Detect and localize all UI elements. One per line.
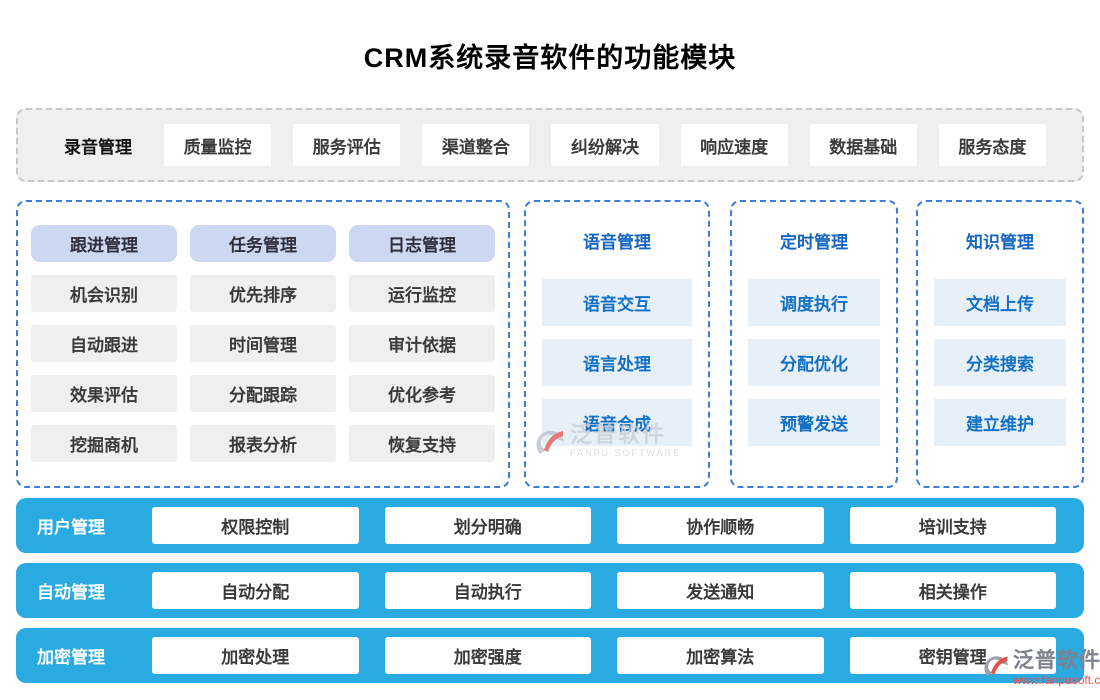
module-item: 报表分析 bbox=[190, 425, 336, 462]
panel-item: 语音交互 bbox=[542, 279, 692, 326]
bar-label: 自动管理 bbox=[37, 583, 105, 602]
module-item: 优化参考 bbox=[349, 375, 495, 412]
watermark-brand: 泛普软件 bbox=[570, 422, 667, 447]
bar-item: 权限控制 bbox=[152, 507, 359, 544]
top-item: 响应速度 bbox=[680, 124, 788, 166]
fanpu-logo-icon bbox=[984, 650, 1010, 687]
module-item: 运行监控 bbox=[349, 275, 495, 312]
strip-label: 录音管理 bbox=[64, 137, 132, 157]
column-header: 跟进管理 bbox=[31, 225, 177, 262]
module-item: 分配跟踪 bbox=[190, 375, 336, 412]
watermark-corner: 泛普软件 www.fanpusoft.com bbox=[984, 650, 1100, 687]
panel-title: 语音管理 bbox=[583, 233, 651, 252]
top-item: 纠纷解决 bbox=[551, 124, 659, 166]
module-item: 效果评估 bbox=[31, 375, 177, 412]
bar-item: 划分明确 bbox=[384, 507, 591, 544]
column-header: 日志管理 bbox=[349, 225, 495, 262]
module-item: 优先排序 bbox=[190, 275, 336, 312]
module-item: 恢复支持 bbox=[349, 425, 495, 462]
diagram-title: CRM系统录音软件的功能模块 bbox=[363, 43, 737, 73]
panel-item: 语言处理 bbox=[542, 339, 692, 386]
module-item: 时间管理 bbox=[190, 325, 336, 362]
panel-item: 建立维护 bbox=[934, 399, 1066, 446]
fanpu-logo-icon bbox=[536, 424, 566, 465]
top-item: 质量监控 bbox=[164, 124, 272, 166]
recording-management-strip: 录音管理 质量监控 服务评估 渠道整合 纠纷解决 响应速度 数据基础 服务态度 bbox=[16, 108, 1084, 182]
follow-task-log-panel: 跟进管理 任务管理 日志管理 机会识别 优先排序 运行监控 自动跟进 时间管理 … bbox=[16, 200, 510, 488]
module-item: 挖掘商机 bbox=[31, 425, 177, 462]
bar-item: 培训支持 bbox=[849, 507, 1056, 544]
panel-title: 知识管理 bbox=[966, 233, 1034, 252]
module-item: 审计依据 bbox=[349, 325, 495, 362]
top-item: 渠道整合 bbox=[422, 124, 530, 166]
panel-item: 调度执行 bbox=[748, 279, 880, 326]
user-management-bar: 用户管理 权限控制 划分明确 协作顺畅 培训支持 bbox=[16, 498, 1084, 553]
watermark-subtitle: FANPU SOFTWARE bbox=[570, 448, 682, 458]
watermark-brand: 泛普软件 bbox=[1013, 649, 1100, 672]
module-item: 自动跟进 bbox=[31, 325, 177, 362]
panel-item: 分类搜索 bbox=[934, 339, 1066, 386]
panel-item: 文档上传 bbox=[934, 279, 1066, 326]
bar-item: 加密处理 bbox=[152, 637, 359, 674]
watermark-center: 泛普软件 FANPU SOFTWARE bbox=[536, 424, 681, 465]
middle-section: 跟进管理 任务管理 日志管理 机会识别 优先排序 运行监控 自动跟进 时间管理 … bbox=[16, 200, 1084, 488]
auto-management-bar: 自动管理 自动分配 自动执行 发送通知 相关操作 bbox=[16, 563, 1084, 618]
bar-item: 发送通知 bbox=[617, 572, 824, 609]
timing-management-panel: 定时管理 调度执行 分配优化 预警发送 bbox=[730, 200, 898, 488]
panel-title: 定时管理 bbox=[780, 233, 848, 252]
top-item: 服务评估 bbox=[293, 124, 401, 166]
bar-item: 相关操作 bbox=[849, 572, 1056, 609]
column-header: 任务管理 bbox=[190, 225, 336, 262]
bar-item: 加密强度 bbox=[384, 637, 591, 674]
module-item: 机会识别 bbox=[31, 275, 177, 312]
bar-item: 自动分配 bbox=[152, 572, 359, 609]
encryption-management-bar: 加密管理 加密处理 加密强度 加密算法 密钥管理 bbox=[16, 628, 1084, 683]
panel-item: 预警发送 bbox=[748, 399, 880, 446]
bar-item: 密钥管理 bbox=[849, 637, 1056, 674]
watermark-url: www.fanpusoft.com bbox=[1013, 673, 1100, 687]
bar-label: 用户管理 bbox=[37, 518, 105, 537]
top-item: 数据基础 bbox=[809, 124, 917, 166]
knowledge-management-panel: 知识管理 文档上传 分类搜索 建立维护 bbox=[916, 200, 1084, 488]
bar-item: 加密算法 bbox=[617, 637, 824, 674]
panel-item: 分配优化 bbox=[748, 339, 880, 386]
top-item: 服务态度 bbox=[938, 124, 1046, 166]
bar-label: 加密管理 bbox=[37, 648, 105, 667]
bar-item: 自动执行 bbox=[384, 572, 591, 609]
bar-item: 协作顺畅 bbox=[617, 507, 824, 544]
panel-item: 语音合成 bbox=[542, 399, 692, 446]
